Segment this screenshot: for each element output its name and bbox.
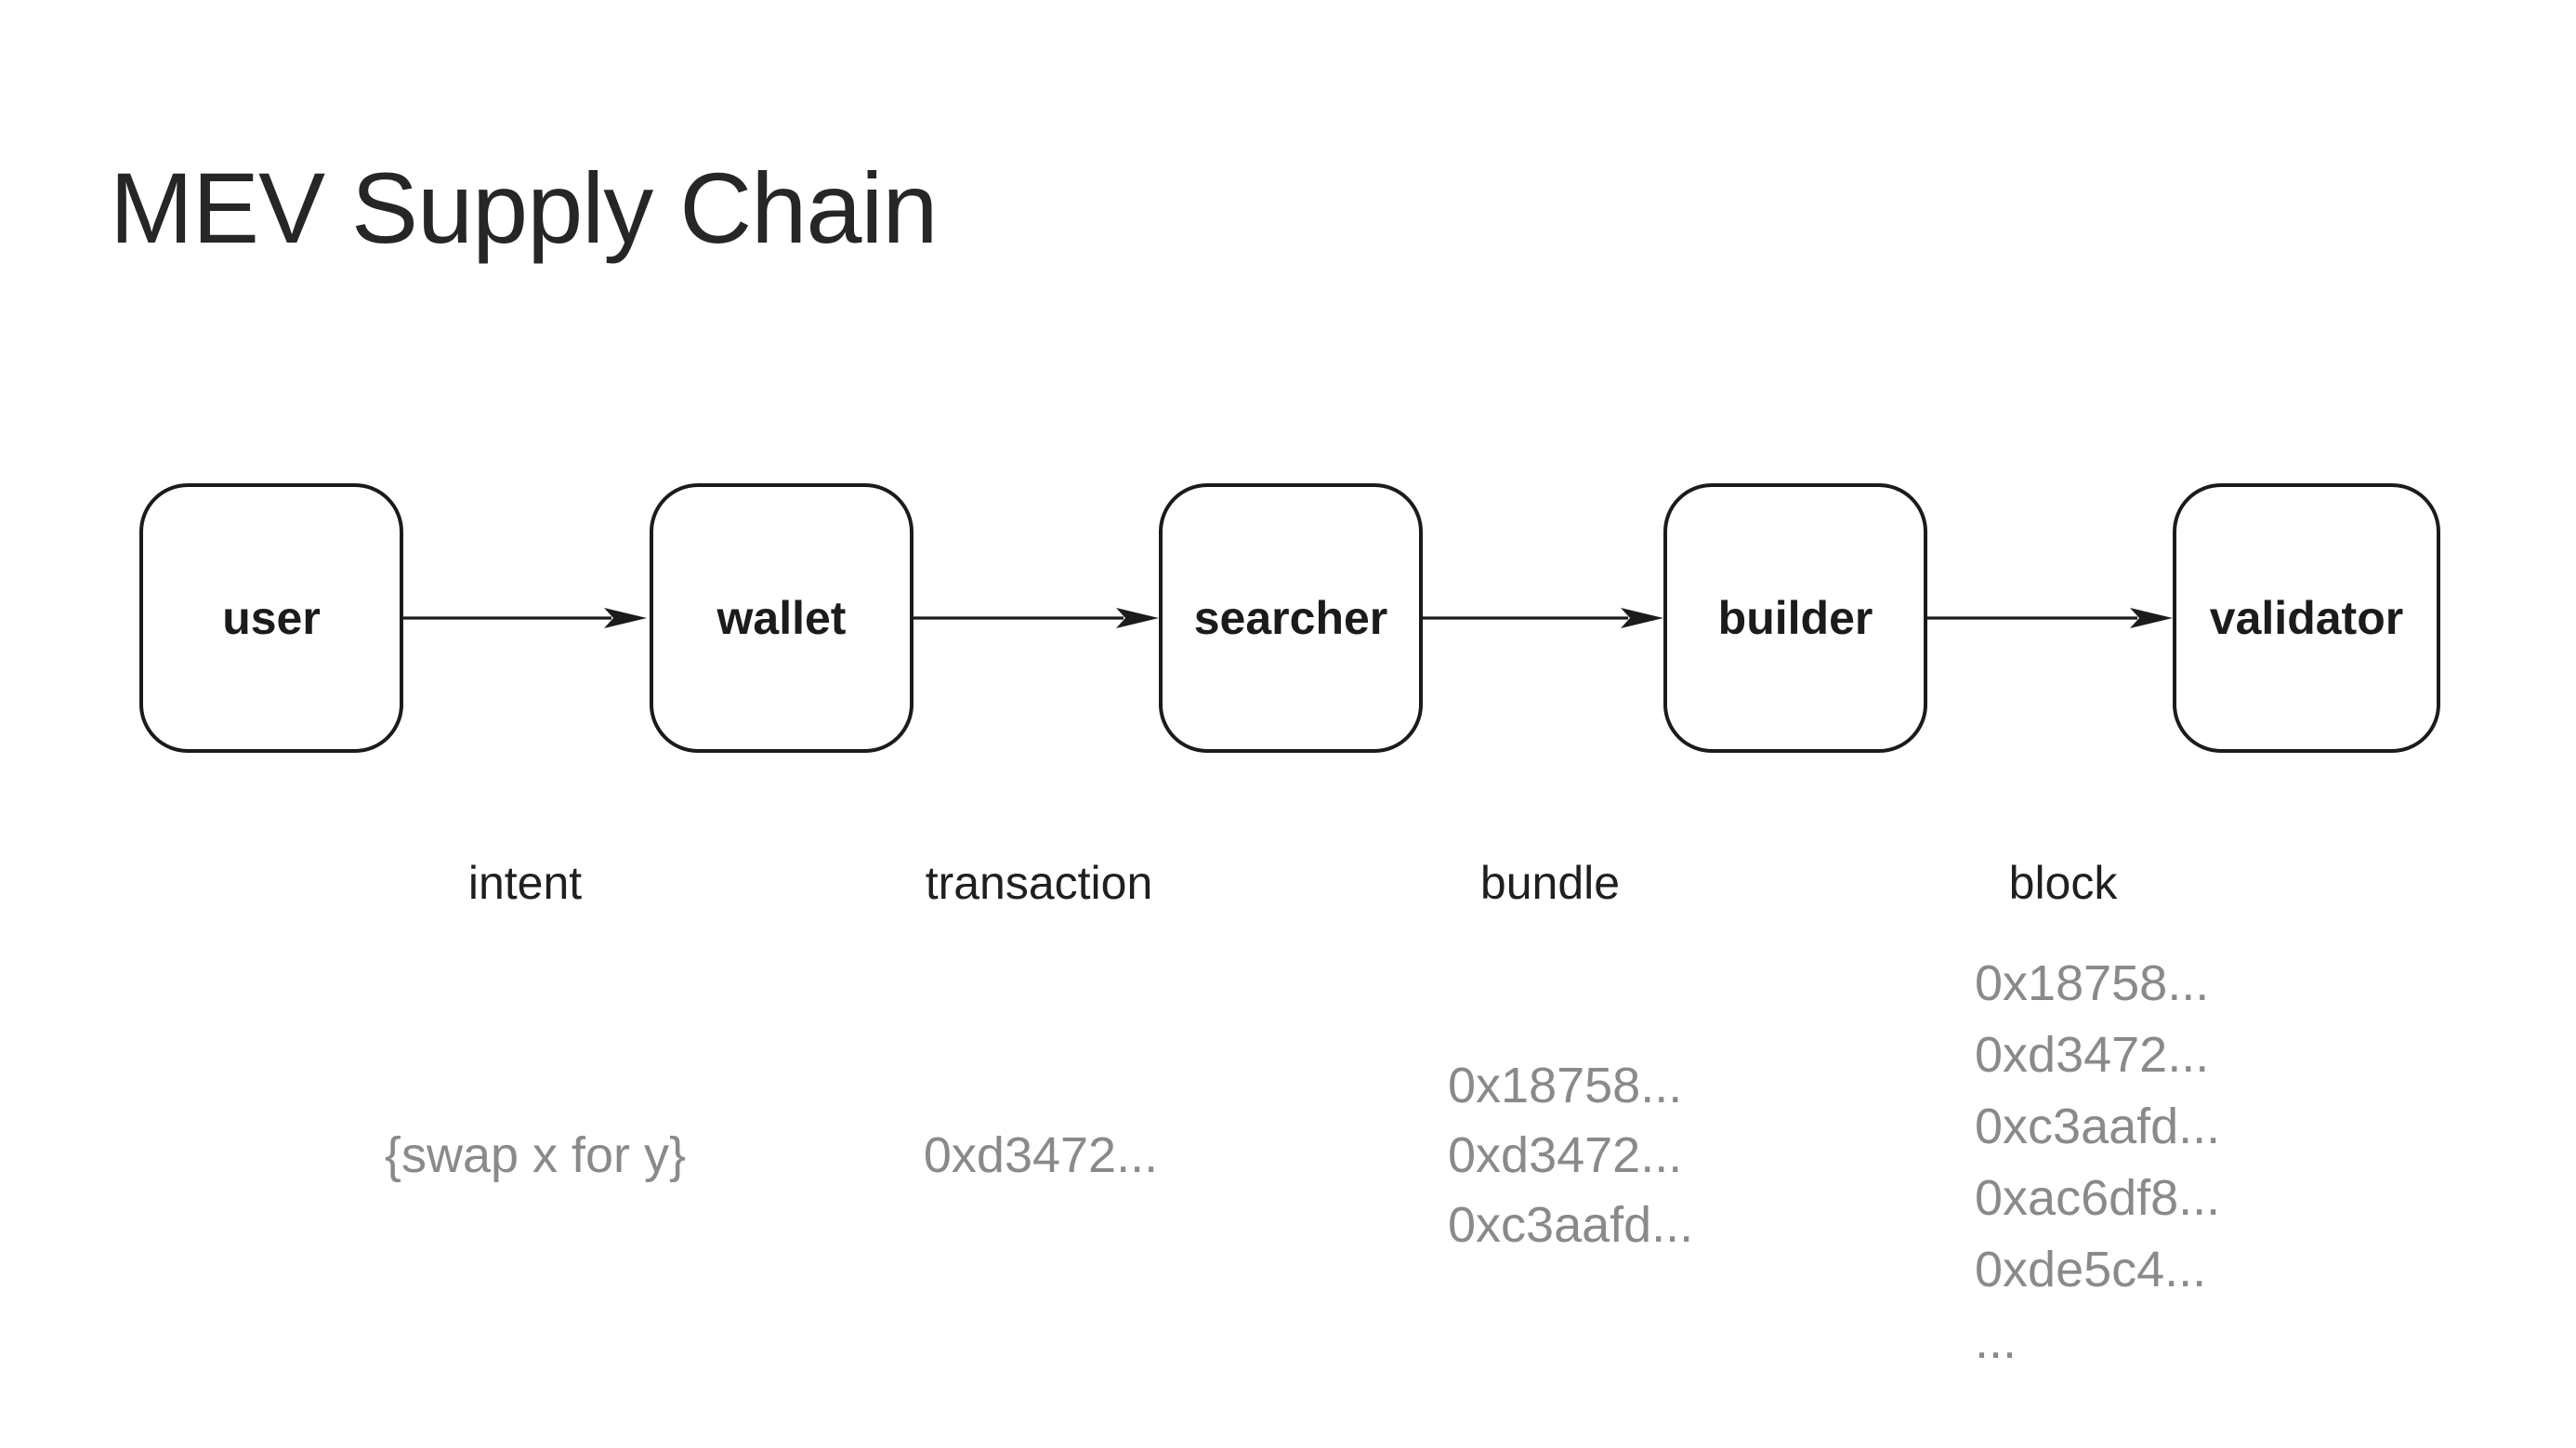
node-user-label: user (222, 592, 321, 644)
arrow-user-to-wallet-icon (403, 608, 647, 628)
payload-line: 0xac6df8... (1975, 1170, 2221, 1226)
node-validator: validator (2173, 483, 2440, 753)
arrow-wallet-to-searcher-icon (913, 608, 1159, 628)
payload-line: 0xd3472... (1975, 1027, 2210, 1083)
edge-label-bundle: bundle (1479, 857, 1621, 909)
node-builder: builder (1663, 483, 1927, 753)
edge-label-block: block (2008, 857, 2118, 909)
arrow-builder-to-validator-icon (1927, 608, 2173, 628)
payload-line: 0xd3472... (1448, 1127, 1683, 1183)
page-title: MEV Supply Chain (110, 151, 938, 264)
node-searcher-label: searcher (1193, 592, 1388, 644)
node-validator-label: validator (2209, 592, 2404, 644)
payload-line: 0xc3aafd... (1448, 1197, 1694, 1253)
node-user: user (139, 483, 403, 753)
payload-intent: {swap x for y} (384, 1127, 687, 1183)
payload-line: 0x18758... (1975, 955, 2210, 1011)
payload-bundle: 0x18758... 0xd3472... 0xc3aafd... (1448, 1051, 1693, 1260)
edge-label-intent: intent (467, 857, 583, 909)
node-builder-label: builder (1717, 592, 1873, 644)
node-wallet-label: wallet (716, 592, 847, 644)
payload-line: 0xc3aafd... (1975, 1099, 2221, 1154)
node-searcher: searcher (1159, 483, 1423, 753)
node-wallet: wallet (650, 483, 913, 753)
payload-block: 0x18758... 0xd3472... 0xc3aafd... 0xac6d… (1975, 948, 2220, 1377)
payload-transaction: 0xd3472... (923, 1127, 1159, 1183)
edge-label-transaction: transaction (925, 857, 1153, 909)
payload-line: 0xde5c4... (1975, 1242, 2207, 1297)
arrow-searcher-to-builder-icon (1423, 608, 1663, 628)
payload-line: ... (1975, 1313, 2017, 1369)
payload-line: 0x18758... (1448, 1058, 1683, 1113)
